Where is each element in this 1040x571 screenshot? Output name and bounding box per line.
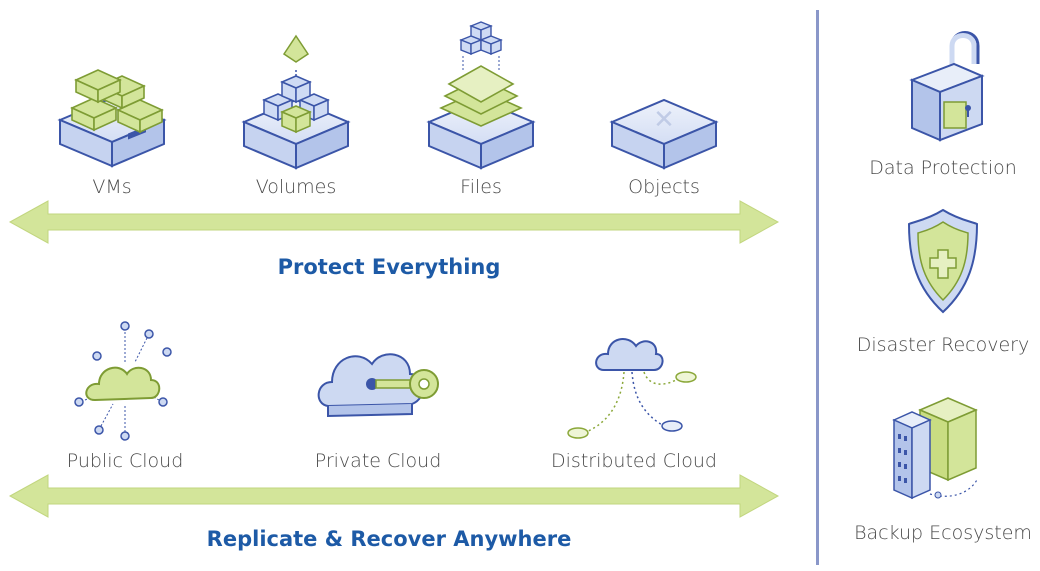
label-private-cloud: Private Cloud — [314, 450, 442, 472]
label-volumes: Volumes — [255, 176, 337, 198]
object-storage-icon: ✕ — [609, 98, 719, 170]
distributed-cloud-icon — [567, 338, 697, 439]
protect-arrow — [8, 200, 780, 244]
replicate-heading: Replicate & Recover Anywhere — [206, 527, 572, 551]
label-data-protection: Data Protection — [869, 157, 1017, 179]
vm-stack-icon — [57, 69, 167, 168]
protect-heading: Protect Everything — [277, 255, 501, 279]
label-public-cloud: Public Cloud — [66, 450, 184, 472]
replicate-arrow — [8, 474, 780, 518]
volume-blocks-icon — [241, 34, 351, 170]
private-cloud-key-icon — [317, 353, 439, 418]
label-vms: VMs — [92, 176, 132, 198]
buildings-icon — [892, 397, 979, 500]
label-files: Files — [460, 176, 502, 198]
label-disaster-recovery: Disaster Recovery — [856, 334, 1030, 356]
shield-plus-icon — [907, 208, 979, 314]
label-backup-ecosystem: Backup Ecosystem — [854, 522, 1032, 544]
public-cloud-icon — [74, 321, 172, 441]
file-layers-icon — [426, 21, 536, 170]
label-objects: Objects — [628, 176, 700, 198]
svg-text:✕: ✕ — [653, 105, 675, 135]
section-divider — [816, 10, 819, 565]
label-distributed-cloud: Distributed Cloud — [551, 450, 717, 472]
padlock-icon — [909, 31, 985, 142]
